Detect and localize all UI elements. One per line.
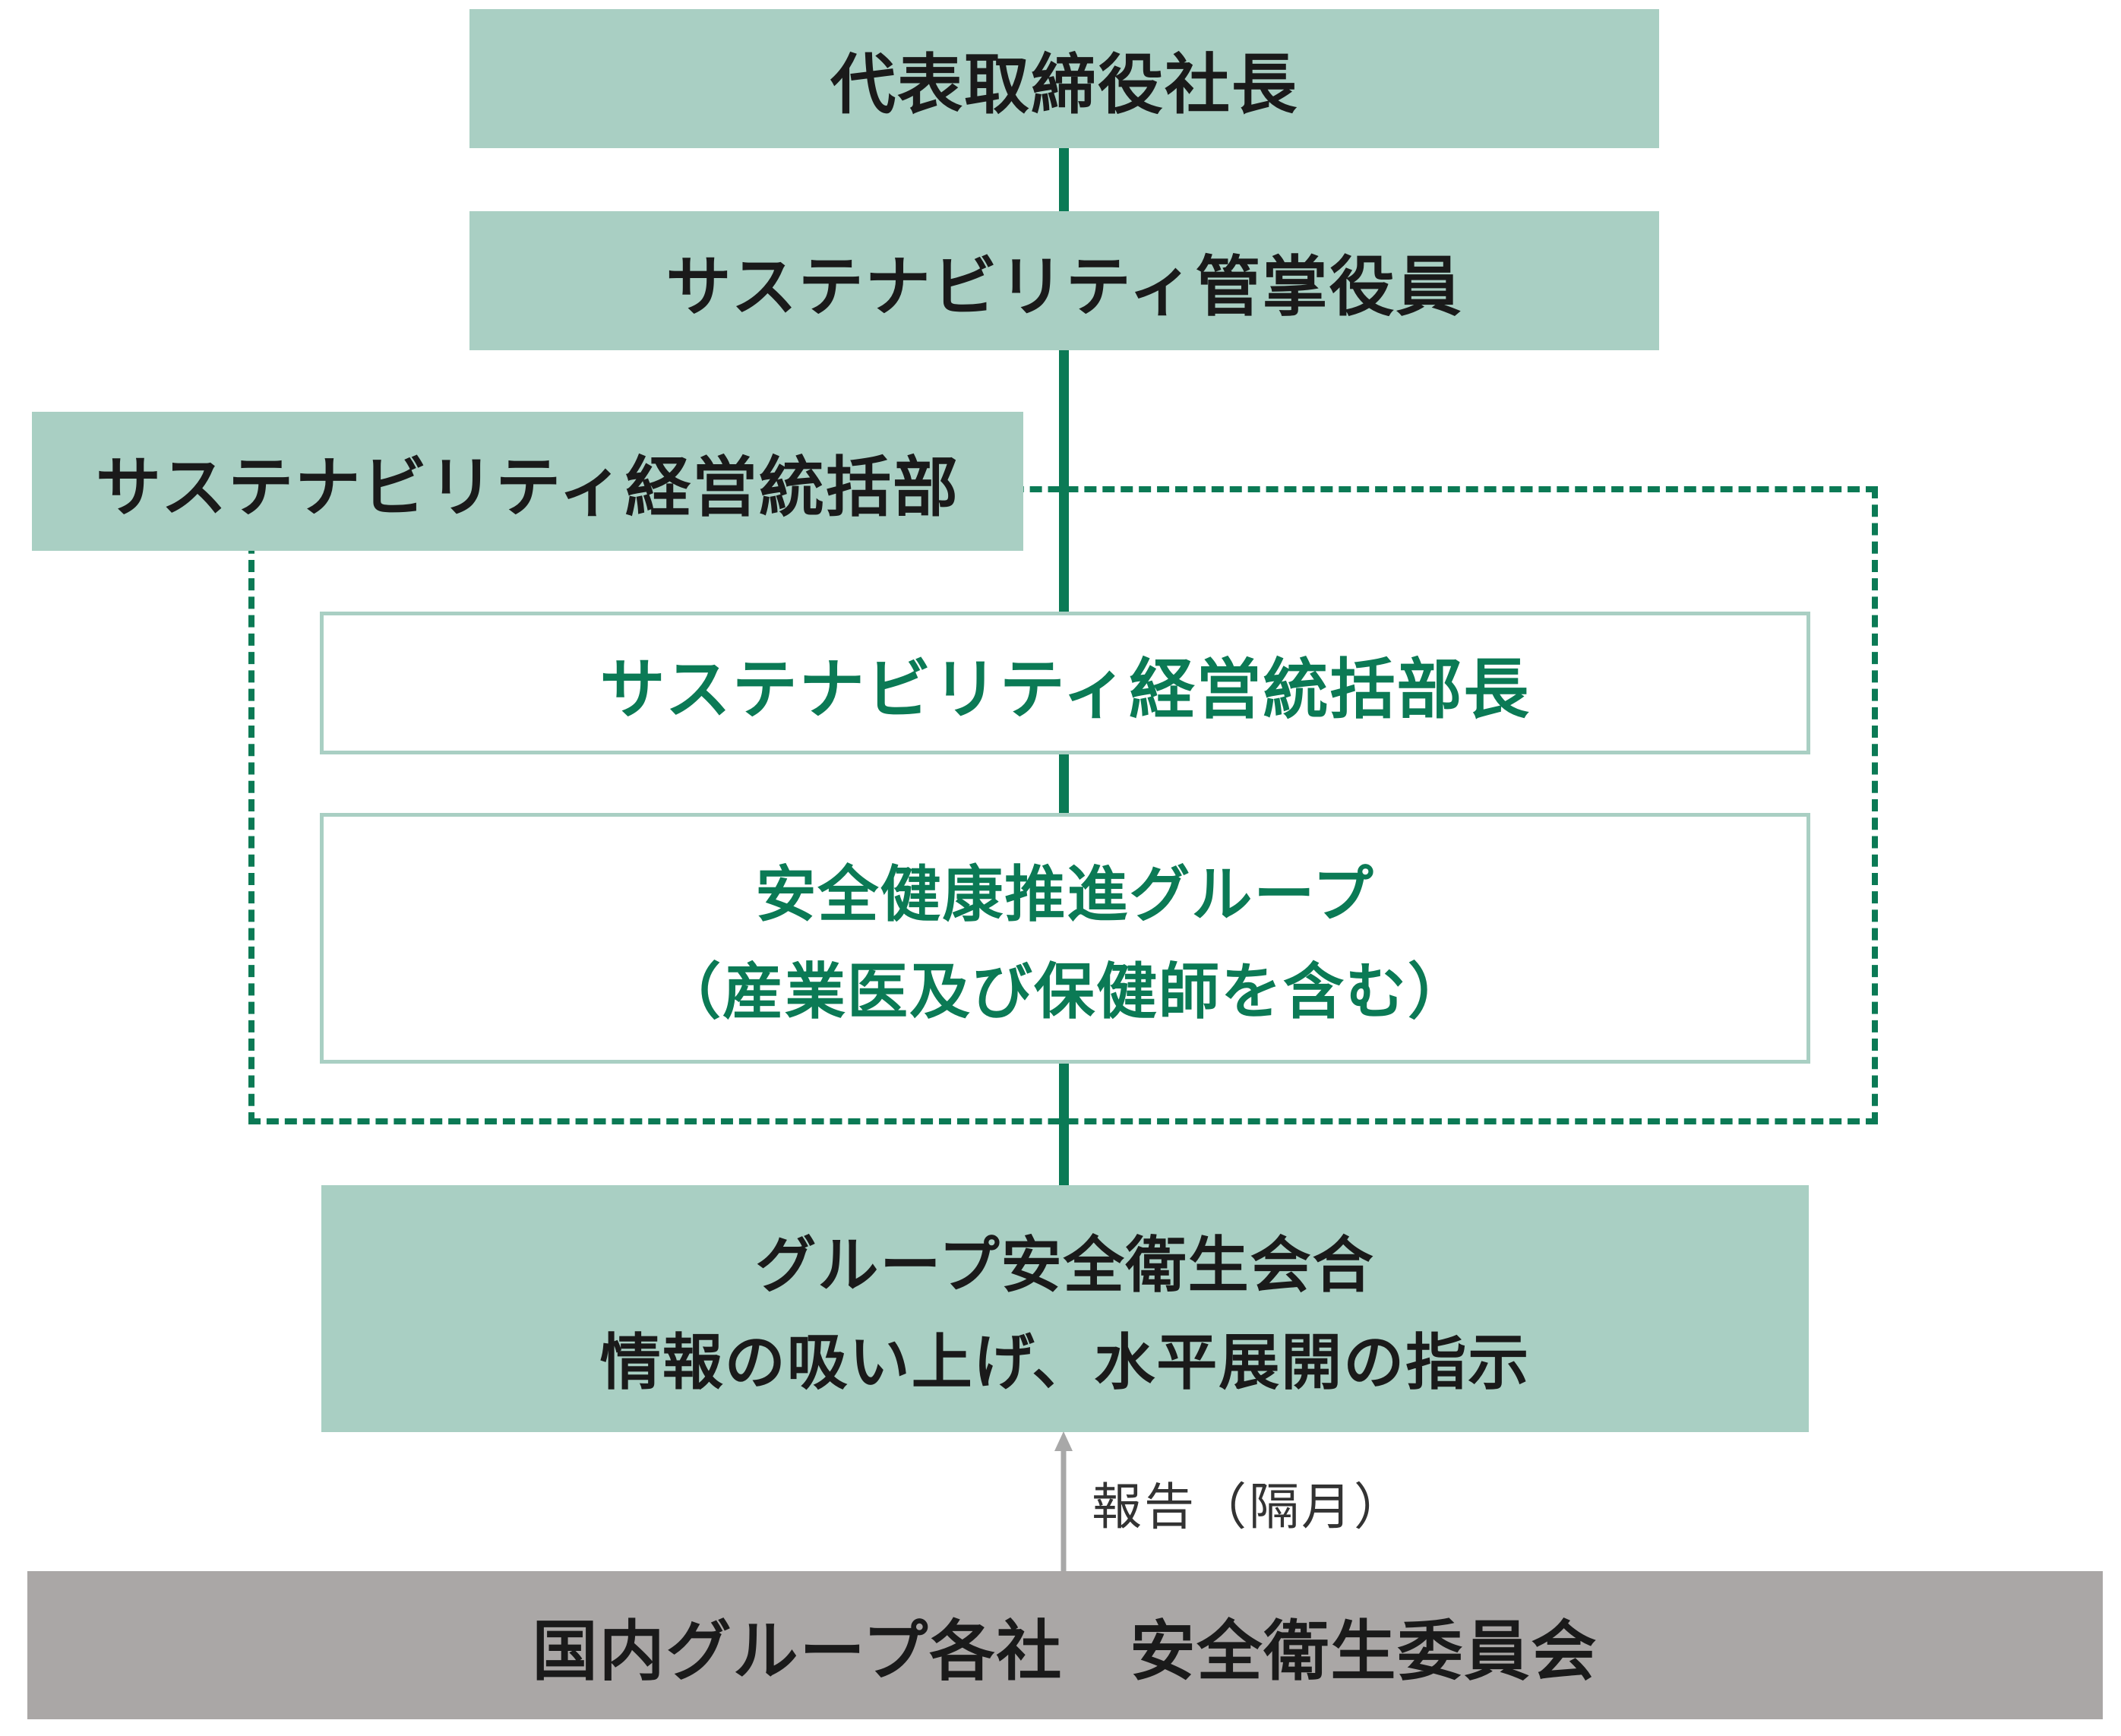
- connector-ceo-to-officer: [1059, 148, 1069, 213]
- group-safety-meeting-label: グループ安全衛生会合: [755, 1229, 1375, 1301]
- group-safety-meeting-box: グループ安全衛生会合 情報の吸い上げ、水平展開の指示: [321, 1185, 1809, 1432]
- safety-health-group-box: 安全健康推進グループ （産業医及び保健師を含む）: [320, 813, 1810, 1064]
- safety-health-group-sublabel: （産業医及び保健師を含む）: [660, 957, 1470, 1027]
- connector-officer-to-dept-head: [1059, 349, 1069, 613]
- report-arrow-shaft: [1060, 1448, 1067, 1574]
- ceo-label: 代表取締役社長: [830, 47, 1298, 123]
- sustainability-dept-head-box: サステナビリティ経営統括部長: [320, 612, 1810, 754]
- report-arrow-head: [1054, 1431, 1073, 1451]
- report-arrow: [1054, 1431, 1073, 1574]
- report-edge-label: 報告（隔月）: [1092, 1478, 1406, 1536]
- safety-health-group-label: 安全健康推進グループ: [755, 859, 1375, 930]
- sustainability-officer-label: サステナビリティ管掌役員: [665, 249, 1463, 325]
- sustainability-officer-box: サステナビリティ管掌役員: [469, 211, 1659, 350]
- connector-group-to-meeting: [1059, 1061, 1069, 1187]
- group-safety-meeting-sublabel: 情報の吸い上げ、水平展開の指示: [599, 1327, 1531, 1398]
- domestic-committees-box: 国内グループ各社 安全衛生委員会: [27, 1571, 2103, 1719]
- domestic-committees-label: 国内グループ各社 安全衛生委員会: [532, 1614, 1598, 1690]
- sustainability-dept-label: サステナビリティ経営統括部: [95, 450, 960, 526]
- ceo-box: 代表取締役社長: [469, 9, 1659, 148]
- sustainability-dept-box: サステナビリティ経営統括部: [32, 412, 1023, 551]
- connector-dept-head-to-group: [1059, 752, 1069, 814]
- sustainability-dept-head-label: サステナビリティ経営統括部長: [599, 651, 1531, 728]
